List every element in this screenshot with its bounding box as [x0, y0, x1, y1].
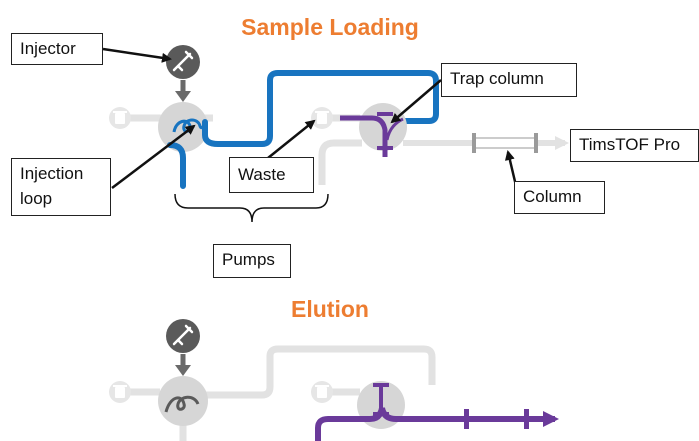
column-label: Column: [514, 181, 605, 214]
injector-label: Injector: [11, 33, 103, 65]
sample-loading-title: Sample Loading: [241, 14, 419, 40]
trap-column-callout-arrow: [390, 79, 442, 124]
waste-label: Waste: [229, 157, 314, 193]
elution-inactive-line-top: [205, 345, 436, 399]
sample-loading-panel: [102, 45, 569, 223]
syringe-icon: [166, 319, 200, 353]
trash-icon: [109, 107, 131, 129]
injection-loop-label: Injection loop: [11, 158, 111, 216]
loading-flow-line: [167, 142, 186, 189]
inactive-line-pump2: [318, 139, 362, 185]
injection-loop-callout-arrow: [111, 124, 196, 189]
trap-flow-line: [340, 115, 388, 157]
timstof-pro-label: TimsTOF Pro: [570, 129, 699, 162]
loading-flow-line-main: [202, 70, 439, 147]
elution-flow-line: [315, 407, 559, 441]
pumps-label: Pumps: [213, 244, 291, 278]
injector-callout-arrow: [102, 47, 172, 63]
pumps-brace: [174, 193, 329, 223]
trash-icon: [311, 107, 333, 129]
injection-loop-coil: [172, 118, 207, 133]
elution-loop-coil: [164, 395, 200, 413]
trash-icon: [109, 381, 131, 403]
column-icon: [464, 409, 529, 429]
elution-injector-arrow-head: [175, 365, 191, 376]
elution-panel: [109, 319, 559, 441]
waste-callout-arrow: [267, 119, 316, 159]
column-icon: [472, 133, 538, 153]
trap-column-marker: [377, 112, 393, 150]
trash-icon: [311, 381, 333, 403]
trap-column-label: Trap column: [441, 63, 577, 97]
elution-title: Elution: [291, 296, 369, 322]
syringe-icon: [166, 45, 200, 79]
injector-arrow-head: [175, 91, 191, 102]
